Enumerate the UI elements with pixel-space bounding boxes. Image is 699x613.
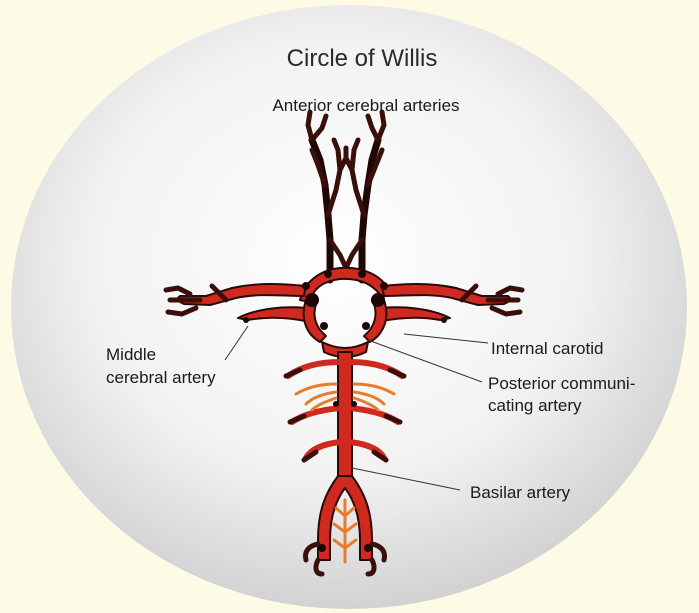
diagram-title: Circle of Willis bbox=[287, 45, 438, 72]
label-basilar-artery: Basilar artery bbox=[470, 483, 571, 502]
label-middle-line2: cerebral artery bbox=[106, 368, 216, 387]
label-posterior-line2: cating artery bbox=[488, 396, 582, 415]
label-middle-line1: Middle bbox=[106, 345, 156, 364]
label-posterior-line1: Posterior communi- bbox=[488, 374, 635, 393]
label-internal-carotid: Internal carotid bbox=[491, 339, 603, 358]
label-anterior-cerebral-arteries: Anterior cerebral arteries bbox=[272, 96, 459, 115]
